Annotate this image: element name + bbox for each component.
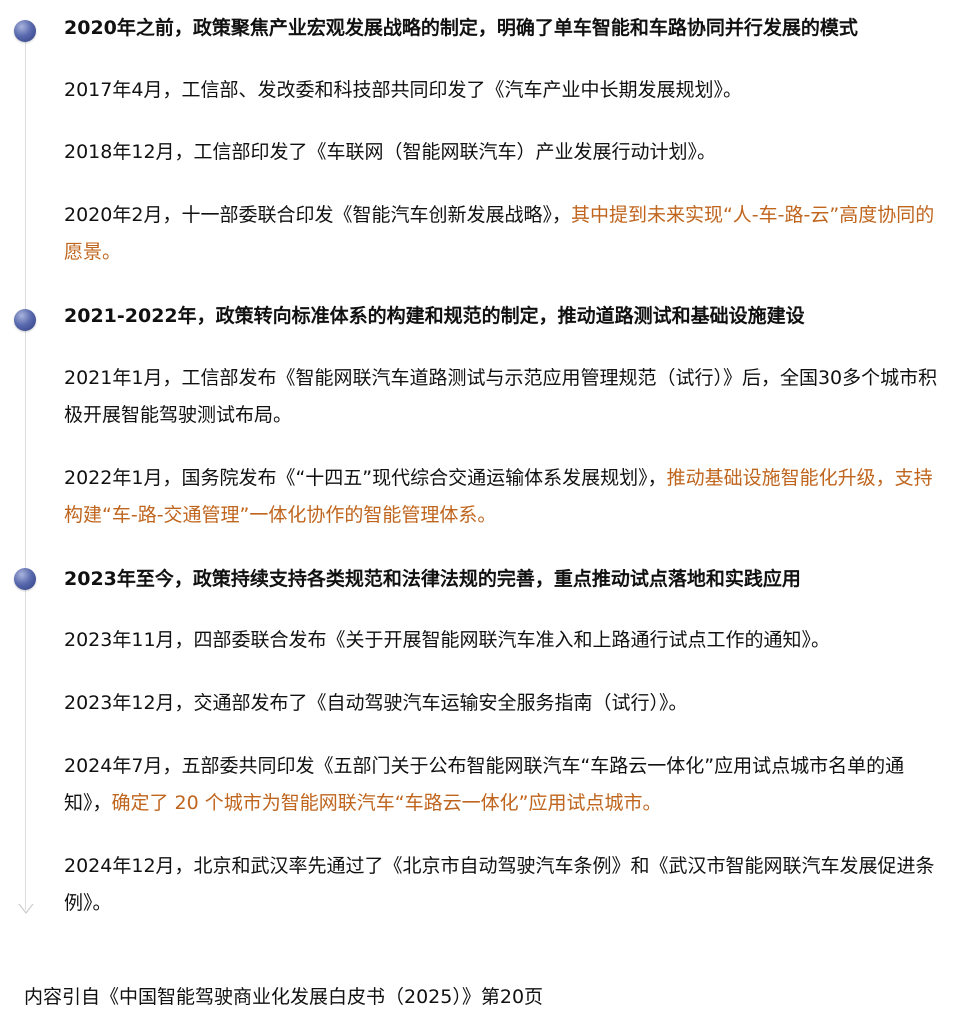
- list-item: 2022年1月，国务院发布《“十四五”现代综合交通运输体系发展规划》，推动基础设…: [64, 460, 946, 534]
- timeline-dot-icon: [14, 568, 36, 590]
- item-text: 2017年4月，工信部、发改委和科技部共同印发了《汽车产业中长期发展规划》。: [64, 79, 742, 101]
- section-heading: 2020年之前，政策聚焦产业宏观发展战略的制定，明确了单车智能和车路协同并行发展…: [64, 17, 858, 39]
- item-highlight: 确定了 20 个城市为智能网联汽车“车路云一体化”应用试点城市。: [111, 792, 662, 814]
- item-highlight: 推动基础设施智能化升级，支持构建“车-路-交通管理”一体化协作的智能管理体系。: [64, 467, 933, 526]
- item-text: 2022年1月，国务院发布《“十四五”现代综合交通运输体系发展规划》，: [64, 467, 667, 489]
- item-text: 2023年12月，交通部发布了《自动驾驶汽车运输安全服务指南（试行）》。: [64, 692, 688, 714]
- item-text: 2023年11月，四部委联合发布《关于开展智能网联汽车准入和上路通行试点工作的通…: [64, 629, 831, 651]
- item-highlight: 其中提到未来实现“人-车-路-云”高度协同的愿景。: [64, 204, 935, 263]
- item-text: 2018年12月，工信部印发了《车联网（智能网联汽车）产业发展行动计划》。: [64, 141, 717, 163]
- list-item: 2021年1月，工信部发布《智能网联汽车道路测试与示范应用管理规范（试行）》后，…: [64, 360, 946, 434]
- list-item: 2023年12月，交通部发布了《自动驾驶汽车运输安全服务指南（试行）》。: [64, 685, 946, 722]
- timeline-arrow-icon: [18, 903, 34, 914]
- list-item: 2024年12月，北京和武汉率先通过了《北京市自动驾驶汽车条例》和《武汉市智能网…: [64, 848, 946, 922]
- source-citation: 内容引自《中国智能驾驶商业化发展白皮书（2025）》第20页: [24, 986, 544, 1008]
- item-text: 2024年7月，五部委共同印发《五部门关于公布智能网联汽车“车路云一体化”应用试…: [64, 755, 905, 814]
- timeline-dot-icon: [14, 309, 36, 331]
- list-item: 2020年2月，十一部委联合印发《智能汽车创新发展战略》，其中提到未来实现“人-…: [64, 197, 946, 271]
- item-text: 2021年1月，工信部发布《智能网联汽车道路测试与示范应用管理规范（试行）》后，…: [64, 367, 938, 426]
- list-item: 2023年11月，四部委联合发布《关于开展智能网联汽车准入和上路通行试点工作的通…: [64, 622, 946, 659]
- section-heading: 2021-2022年，政策转向标准体系的构建和规范的制定，推动道路测试和基础设施…: [64, 305, 805, 327]
- list-item: 2018年12月，工信部印发了《车联网（智能网联汽车）产业发展行动计划》。: [64, 134, 946, 171]
- list-item: 2017年4月，工信部、发改委和科技部共同印发了《汽车产业中长期发展规划》。: [64, 72, 946, 109]
- item-text: 2024年12月，北京和武汉率先通过了《北京市自动驾驶汽车条例》和《武汉市智能网…: [64, 855, 935, 914]
- item-text: 2020年2月，十一部委联合印发《智能汽车创新发展战略》，: [64, 204, 571, 226]
- timeline-dot-icon: [14, 20, 36, 42]
- section-heading: 2023年至今，政策持续支持各类规范和法律法规的完善，重点推动试点落地和实践应用: [64, 568, 801, 590]
- list-item: 2024年7月，五部委共同印发《五部门关于公布智能网联汽车“车路云一体化”应用试…: [64, 748, 946, 822]
- timeline-line: [25, 30, 26, 910]
